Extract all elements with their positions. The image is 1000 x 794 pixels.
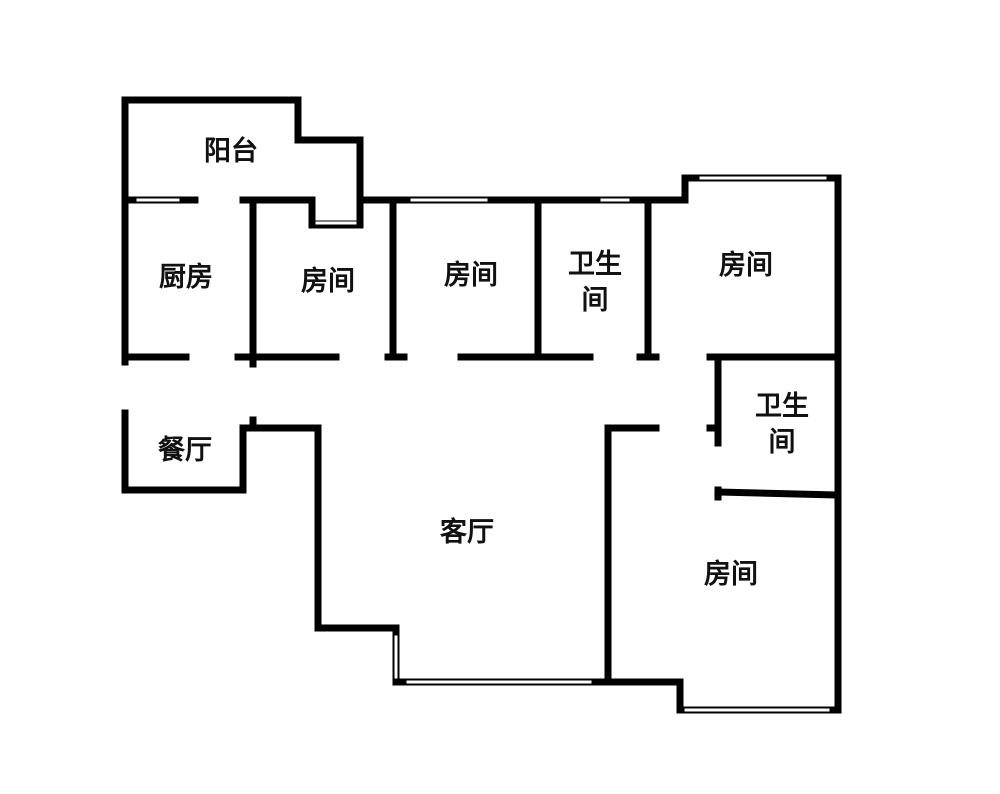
room-label-bedroom-1: 房间 [301, 266, 355, 297]
room-label-bathroom-2-line1: 卫生 [755, 391, 809, 422]
windows [135, 175, 831, 713]
room-label-bathroom-1-line2: 间 [581, 285, 609, 316]
room-label-dining: 餐厅 [158, 435, 212, 466]
wall-lines [121, 96, 842, 714]
room-label-balcony: 阳台 [204, 136, 258, 167]
room-label-bathroom-2-line2: 间 [768, 427, 796, 458]
room-label-living: 客厅 [440, 517, 494, 548]
room-label-kitchen: 厨房 [159, 262, 213, 293]
room-label-bathroom-1-line1: 卫生 [568, 249, 622, 280]
room-label-bedroom-4: 房间 [704, 559, 758, 590]
room-label-bedroom-2: 房间 [444, 260, 498, 291]
room-label-bedroom-3: 房间 [719, 250, 773, 281]
